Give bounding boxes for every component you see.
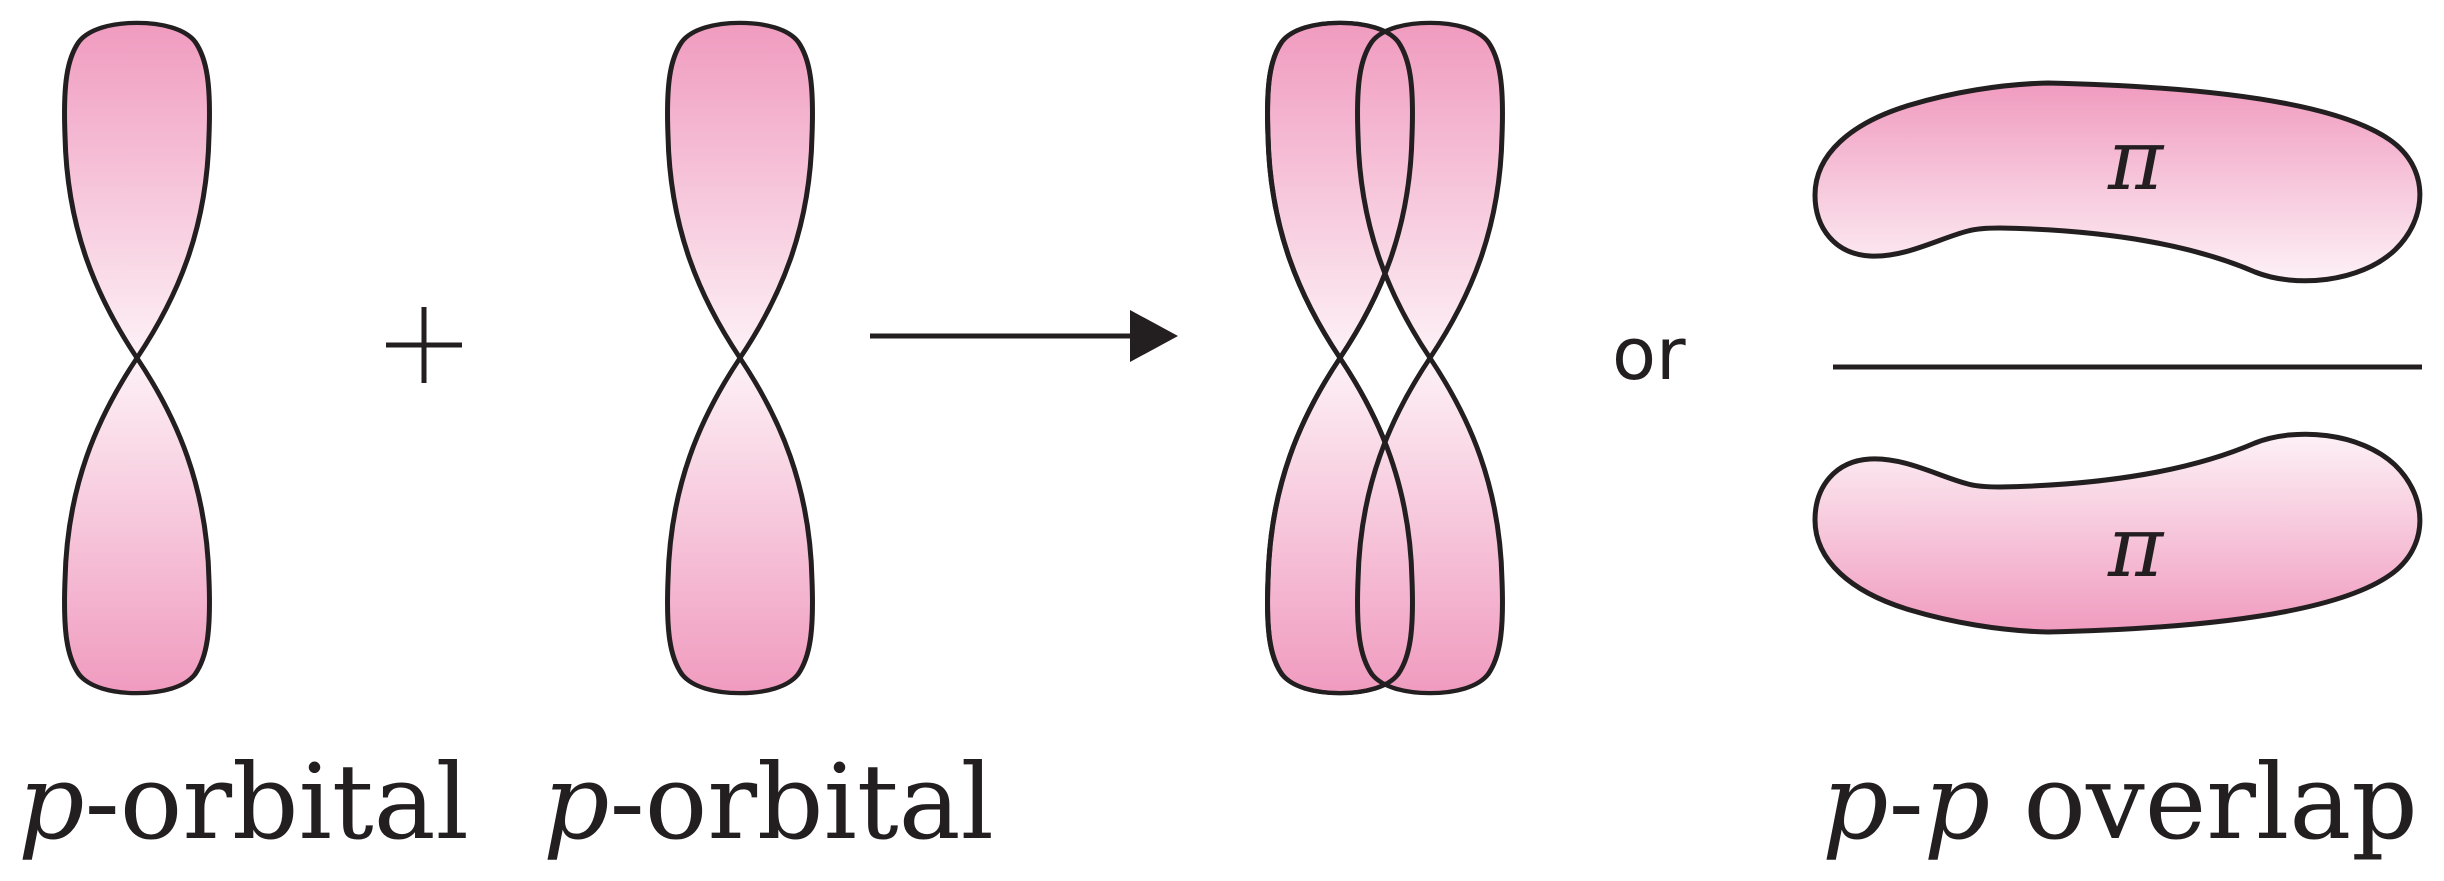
label-p-p-overlap: p-p overlap	[1822, 741, 2418, 863]
p-orbital-2	[668, 23, 813, 693]
pi-symbol-lower: π	[2108, 498, 2164, 596]
label-p-orbital-2: p-orbital	[543, 741, 994, 863]
pi-symbol-upper: π	[2108, 111, 2164, 209]
or-text: or	[1612, 312, 1686, 396]
overlap-orbital-right	[1358, 23, 1503, 693]
pi-bond-upper-lobe	[1812, 80, 2423, 284]
pi-bond-lower-lobe	[1812, 431, 2423, 635]
p-orbital-2-top-lobe	[668, 23, 813, 358]
overlapping-p-orbitals	[1268, 23, 1503, 693]
label-p-orbital-1: p-orbital	[18, 741, 469, 863]
reaction-arrow	[870, 310, 1178, 362]
p-orbital-1-bottom-lobe	[65, 358, 210, 693]
p-orbital-1-top-lobe	[65, 23, 210, 358]
plus-sign	[386, 307, 462, 383]
p-orbital-2-bottom-lobe	[668, 358, 813, 693]
p-orbital-1	[65, 23, 210, 693]
